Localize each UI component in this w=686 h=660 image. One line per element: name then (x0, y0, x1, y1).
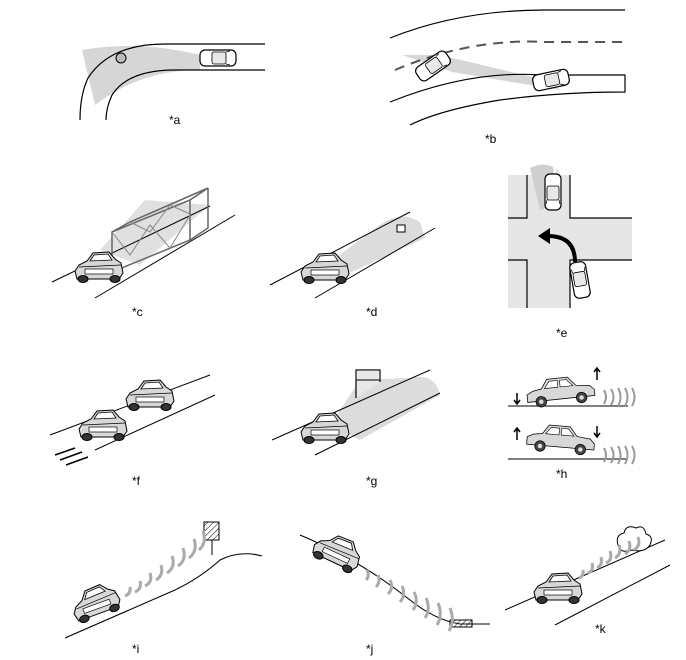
panel-g-art (271, 369, 441, 456)
panel-b-label: *b (485, 132, 497, 146)
panel-f-label: *f (132, 474, 141, 488)
panel-c-label: *c (132, 305, 143, 319)
panel-f-art (49, 374, 216, 466)
panel-h-art (508, 366, 636, 465)
panel-j-label: *j (366, 642, 374, 656)
panel-b-art (389, 9, 626, 126)
panel-j-art (299, 526, 490, 632)
panel-c-art (51, 187, 236, 299)
panel-i-art (64, 521, 263, 639)
panel-e-art (508, 164, 632, 308)
panel-g-label: *g (366, 474, 378, 488)
panel-k-art (504, 526, 671, 626)
panel-d-art (269, 211, 436, 299)
panel-e-label: *e (556, 326, 568, 340)
panel-a-label: *a (169, 113, 181, 127)
panel-a-art (79, 43, 265, 121)
panel-i-label: *i (132, 642, 140, 656)
panel-d-label: *d (366, 305, 378, 319)
panel-h-label: *h (556, 467, 568, 481)
panel-k-label: *k (595, 622, 606, 636)
